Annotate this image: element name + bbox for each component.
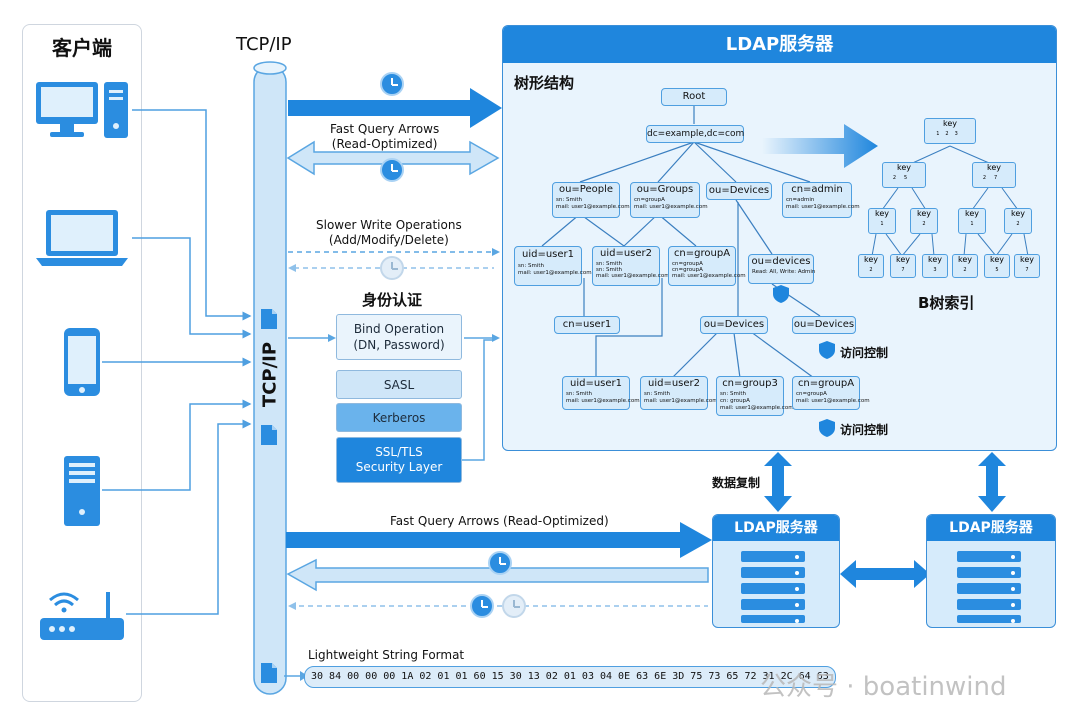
- auth-connectors: [288, 334, 500, 461]
- access-control-label: 访问控制: [840, 423, 889, 437]
- index-arrow: [762, 124, 878, 168]
- sasl-box: SASL: [336, 370, 462, 399]
- btree-root-node: key 123: [924, 118, 976, 144]
- replication-label: 数据复制: [712, 476, 761, 490]
- tree-title: 树形结构: [514, 74, 575, 92]
- tcp-pipe: [253, 61, 287, 695]
- kerberos-box: Kerberos: [336, 403, 462, 432]
- ldap-header: LDAP服务器: [503, 26, 1056, 63]
- uid-user2-node-2: uid=user2 sn: Smith mail: user1@example.…: [640, 376, 718, 410]
- watermark: 公众号 · boatinwind: [760, 672, 1007, 702]
- router-icon: [40, 592, 124, 640]
- clock-icon: [380, 158, 404, 182]
- fast-query-top-label: Fast Query Arrows (Read-Optimized): [330, 122, 440, 151]
- ou-people-node: ou=People sn: Smith mail: user1@example.…: [552, 182, 630, 218]
- ldap-server-replica-1: LDAP服务器: [712, 514, 840, 628]
- server-tower-icon: [64, 456, 100, 526]
- bottom-query-arrows: [286, 522, 712, 610]
- replication-arrows: [764, 452, 1006, 588]
- clock-icon: [380, 72, 404, 96]
- fast-query-bottom-label: Fast Query Arrows (Read-Optimized): [390, 514, 609, 528]
- ldap-server-title: LDAP服务器: [927, 515, 1055, 541]
- client-title: 客户端: [52, 36, 112, 60]
- client-connections: [102, 109, 252, 615]
- clock-icon: [502, 594, 526, 618]
- ou-devices-acl-node: ou=devices Read: All, Write: Admin: [748, 254, 815, 284]
- clock-icon: [470, 594, 494, 618]
- ssl-tls-box: SSL/TLS Security Layer: [336, 437, 462, 483]
- desktop-icon: [36, 82, 128, 138]
- cn-admin-node: cn=admin cn=admin mail: user1@example.co…: [782, 182, 860, 218]
- ou-devices-node: ou=Devices: [706, 182, 772, 200]
- document-icon: [261, 425, 277, 445]
- ou-devices-node-3: ou=Devices: [792, 316, 856, 334]
- ou-groups-node: ou=Groups cn=groupA mail: user1@example.…: [630, 182, 708, 218]
- root-node: Root: [661, 88, 727, 106]
- access-control-label: 访问控制: [840, 346, 889, 360]
- shield-icon: [773, 285, 789, 303]
- auth-title: 身份认证: [362, 291, 423, 309]
- tree-connectors: [541, 106, 821, 379]
- slow-write-label: Slower Write Operations (Add/Modify/Dele…: [316, 218, 462, 247]
- format-label: Lightweight String Format: [308, 648, 465, 662]
- cn-user1-node: cn=user1: [554, 316, 620, 334]
- shield-icon: [819, 341, 835, 359]
- hex-stream-box: 30 84 00 00 00 1A 02 01 01 60 15 30 13 0…: [304, 666, 836, 688]
- laptop-icon: [36, 210, 128, 266]
- tcp-top-label: TCP/IP: [236, 34, 292, 55]
- document-icon: [261, 309, 277, 329]
- uid-user1-node: uid=user1 sn: Smith mail: user1@example.…: [514, 246, 592, 286]
- bind-operation-box: Bind Operation (DN, Password): [336, 314, 462, 360]
- cn-group3-node: cn=group3 sn: Smith cn: groupA mail: use…: [716, 376, 794, 416]
- phone-icon: [64, 328, 100, 396]
- tcp-pipe-label: TCP/IP: [259, 341, 281, 408]
- hex-stream: 30 84 00 00 00 1A 02 01 01 60 15 30 13 0…: [311, 671, 835, 682]
- cn-groupA-node: cn=groupA cn=groupA cn=groupA mail: user…: [668, 246, 746, 286]
- ou-devices-node-2: ou=Devices: [700, 316, 768, 334]
- shield-icon: [819, 419, 835, 437]
- ldap-server-title: LDAP服务器: [713, 515, 839, 541]
- btree-label: B树索引: [918, 294, 975, 312]
- uid-user1-node-2: uid=user1 sn: Smith mail: user1@example.…: [562, 376, 640, 410]
- cn-groupA-node-2: cn=groupA cn=groupA mail: user1@example.…: [792, 376, 870, 410]
- ldap-server-replica-2: LDAP服务器: [926, 514, 1056, 628]
- clock-icon: [488, 551, 512, 575]
- uid-user2-node: uid=user2 sn: Smith sn: Smith mail: user…: [592, 246, 670, 286]
- clock-icon: [380, 256, 404, 280]
- dc-node: dc=example,dc=com: [646, 125, 744, 143]
- document-icon: [261, 663, 277, 683]
